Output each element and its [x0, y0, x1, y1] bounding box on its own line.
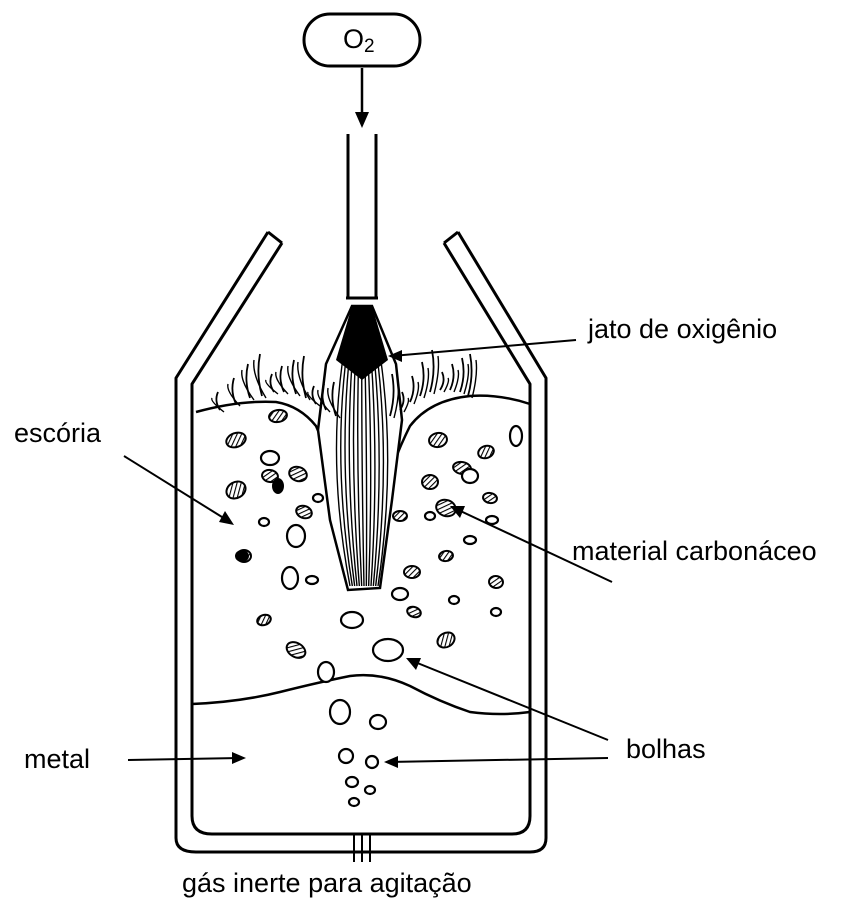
splash-stroke: [444, 378, 449, 392]
carbon-particle: [287, 464, 309, 483]
gas-bubble: [366, 756, 378, 768]
carbon-particle: [435, 629, 458, 650]
vessel-right-lip: [444, 232, 458, 243]
oxygen-jet-pointer: [392, 340, 576, 356]
splash-stroke: [424, 368, 429, 398]
oxygen-symbol-subscript: 2: [364, 36, 375, 57]
gas-bubble: [510, 426, 522, 446]
carbon-particle: [406, 605, 423, 619]
splash-stroke: [242, 370, 254, 400]
gas-bubble: [464, 536, 476, 544]
splash-stroke: [440, 372, 444, 390]
carbon-particle: [223, 478, 248, 502]
metal-surface: [192, 675, 530, 714]
gas-bubble: [462, 469, 478, 483]
gas-bubble: [318, 662, 334, 682]
metal-pointer-head: [232, 752, 246, 764]
carbon-particle: [284, 639, 308, 661]
oxygen-symbol-letter: O: [343, 24, 364, 54]
bubbles-pointer-lower-head: [384, 756, 398, 768]
carbon-particle: [224, 430, 248, 450]
splash-stroke: [420, 362, 424, 396]
oxygen-feed-arrow: [355, 68, 369, 128]
carbon-particle: [393, 511, 407, 521]
carbon-particle: [422, 475, 438, 489]
vessel-left-lip: [268, 232, 282, 243]
splash-stroke: [460, 358, 464, 392]
carbon-particle: [404, 566, 420, 578]
gas-bubble: [370, 715, 386, 729]
splash-stroke: [434, 356, 439, 394]
carbon-particle: [428, 432, 448, 449]
gas-bubble: [392, 588, 408, 600]
oxygen-jet-cone: [318, 306, 402, 590]
splash-stroke: [454, 370, 459, 392]
carbon-particle: [294, 504, 313, 521]
gas-bubble: [449, 596, 459, 604]
carbon-particle: [268, 409, 288, 424]
gas-bubble: [313, 494, 323, 502]
carbon-particle: [235, 550, 249, 562]
gas-bubble: [341, 612, 363, 628]
gas-bubble: [287, 525, 305, 547]
carbon-particle: [272, 478, 284, 494]
oxygen-lance: [346, 134, 378, 298]
carbon-material-label: material carbonáceo: [572, 538, 817, 565]
gas-bubble: [259, 518, 269, 526]
carbon-particle: [476, 444, 495, 461]
carbon-particle: [482, 492, 498, 504]
metal-label: metal: [24, 746, 90, 773]
gas-bubble: [261, 451, 279, 465]
gas-bubble: [349, 798, 359, 806]
slag-label: escória: [14, 420, 101, 447]
oxygen-symbol: O2: [343, 26, 375, 56]
gas-bubble: [346, 777, 358, 787]
splash-stroke: [254, 360, 266, 398]
bubbles-pointer-lower: [388, 758, 608, 762]
gas-bubble: [282, 567, 298, 589]
splash-stroke: [472, 360, 477, 398]
bubbles-label: bolhas: [626, 736, 706, 763]
oxygen-jet-label: jato de oxigênio: [588, 316, 777, 343]
bottom-tuyeres: [354, 834, 370, 862]
gas-bubble: [491, 608, 501, 616]
carbon-particle: [438, 550, 454, 562]
splash-stroke: [404, 398, 409, 412]
gas-bubble: [330, 700, 350, 724]
splash-stroke: [414, 382, 419, 404]
gas-bubble: [425, 512, 435, 520]
carbon-particle: [256, 613, 273, 627]
splash-stroke: [464, 364, 469, 394]
inert-gas-label: gás inerte para agitação: [182, 870, 472, 897]
metal-pointer: [128, 758, 240, 760]
carbon-particle: [488, 575, 504, 589]
splash-stroke: [450, 364, 454, 390]
gas-bubble: [373, 639, 403, 661]
gas-bubble: [339, 749, 353, 763]
gas-bubble: [365, 786, 375, 794]
splash-stroke: [430, 350, 434, 392]
splash-stroke: [410, 376, 414, 402]
gas-bubble: [306, 576, 318, 584]
slag-pointer-head: [219, 511, 234, 525]
